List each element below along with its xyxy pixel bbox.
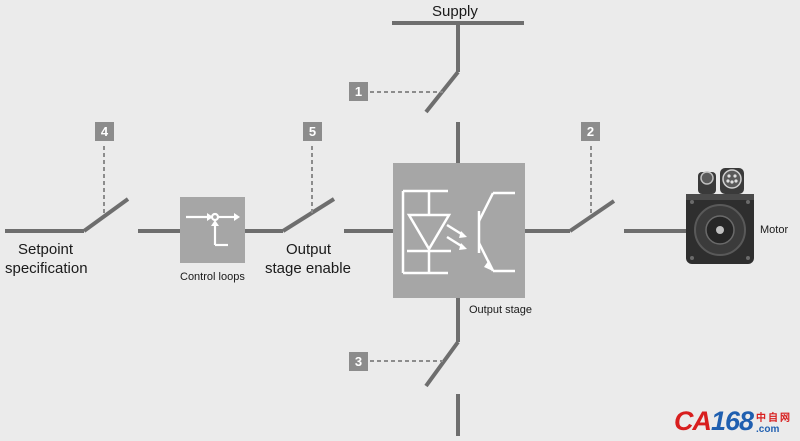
switch-2-blade	[568, 199, 616, 233]
setpoint-label: Setpoint	[18, 241, 74, 258]
switch-3-blade	[424, 340, 460, 388]
watermark-logo: CA168 中自网 .com	[673, 406, 792, 436]
supply-label: Supply	[432, 3, 478, 20]
output-stage-block	[393, 163, 525, 298]
logo-num: 168	[710, 406, 754, 436]
badge-1: 1	[349, 82, 368, 101]
logo-cn: 中自网	[756, 413, 792, 424]
motor	[684, 166, 756, 266]
switch-5-blade	[281, 197, 336, 233]
badge-5: 5	[303, 122, 322, 141]
motor-label: Motor	[760, 224, 789, 236]
badge-4: 4	[95, 122, 114, 141]
logo-wordmark: CA168	[673, 406, 754, 436]
switch-4-blade	[82, 197, 130, 233]
control-loops-block	[180, 197, 245, 263]
logo-side: 中自网 .com	[756, 413, 792, 435]
badge-3: 3	[349, 352, 368, 371]
badge-2: 2	[581, 122, 600, 141]
servo-motor-icon	[686, 168, 754, 264]
specification-label: specification	[5, 260, 88, 277]
output-stage-label: Output stage	[469, 304, 532, 316]
optocoupler-transistor-icon	[401, 189, 515, 275]
stage-enable-label: stage enable	[265, 260, 351, 277]
logo-ca: CA	[673, 406, 712, 436]
control-loop-icon	[186, 212, 240, 247]
output-label: Output	[286, 241, 332, 258]
control-loops-label: Control loops	[180, 271, 245, 283]
logo-domain: .com	[756, 424, 780, 435]
